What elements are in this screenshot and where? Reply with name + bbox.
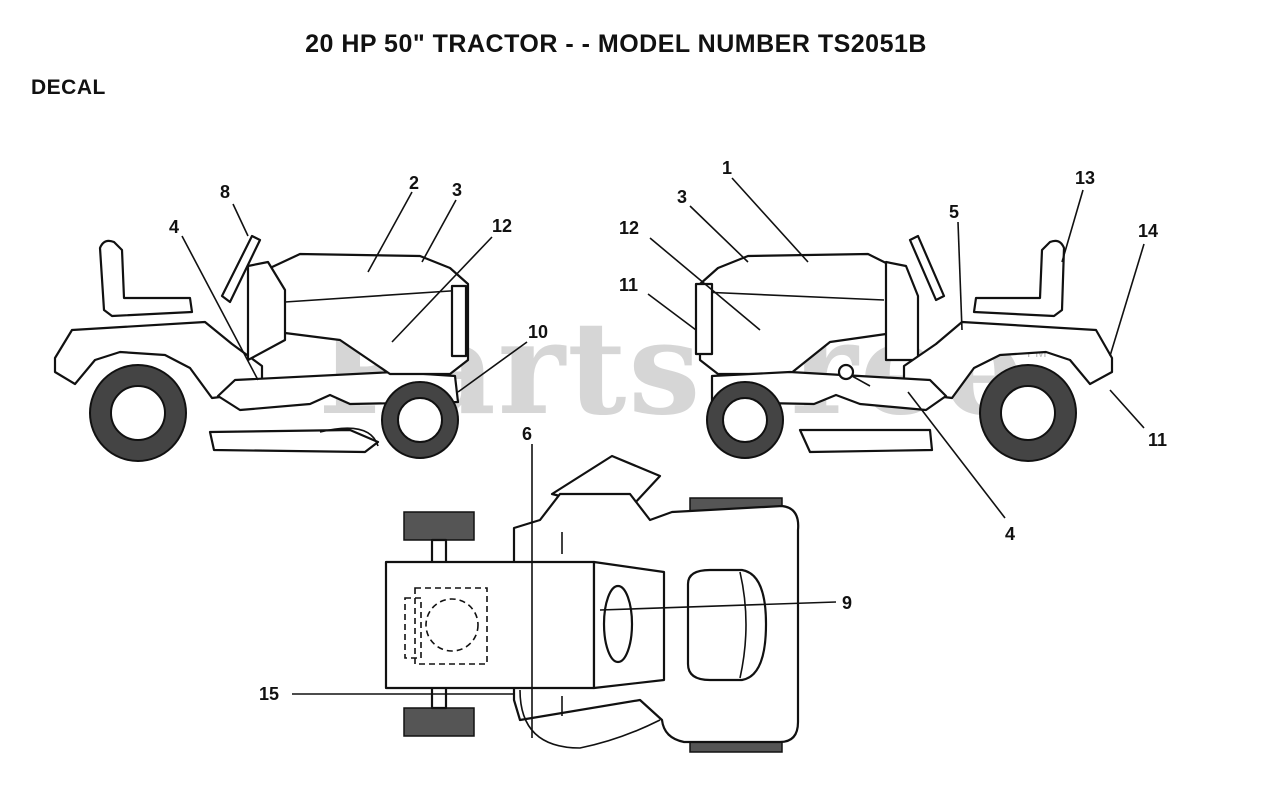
callout-3: 3: [452, 180, 462, 200]
mower-deck: [798, 428, 934, 454]
top-callouts: 6 9 15: [259, 424, 852, 704]
section-label: DECAL: [31, 76, 106, 99]
callout-5: 5: [949, 202, 959, 222]
mower-deck: [208, 428, 380, 454]
callout-1: 1: [722, 158, 732, 178]
callout-2: 2: [409, 173, 419, 193]
rear-hub: [1000, 385, 1056, 441]
rear-right-tire: [403, 707, 475, 737]
callout-11-lower: 11: [1148, 430, 1167, 450]
hood: [698, 252, 898, 376]
left-callouts: 8 2 3 12 4 10: [169, 173, 548, 342]
deck-outline: [519, 689, 661, 749]
callout-12: 12: [619, 218, 639, 238]
callout-6: 6: [522, 424, 532, 444]
steering-wheel: [908, 234, 946, 302]
front-hub: [722, 397, 768, 443]
callout-15: 15: [259, 684, 279, 704]
tractor-top-view: [384, 454, 800, 753]
seat: [972, 239, 1066, 318]
rear-platform: [384, 560, 596, 690]
front-hub: [397, 397, 443, 443]
right-leader-lines: [647, 177, 1145, 519]
callout-4: 4: [1005, 524, 1015, 544]
callout-11-upper: 11: [619, 275, 638, 295]
left-leader-lines: [181, 191, 528, 393]
steering-wheel: [220, 234, 262, 304]
callout-3: 3: [677, 187, 687, 207]
callout-13: 13: [1075, 168, 1095, 188]
callout-14: 14: [1138, 221, 1158, 241]
seat: [98, 239, 194, 318]
grille: [694, 282, 714, 356]
brake-pedal: [837, 363, 855, 381]
right-callouts: 1 3 12 11 13 5 14 11 4: [619, 158, 1167, 544]
callout-10: 10: [528, 322, 548, 342]
rear-axle-upper: [430, 538, 448, 566]
seat-cushion-outline: [425, 598, 479, 652]
callout-9: 9: [842, 593, 852, 613]
grille: [450, 284, 468, 358]
callout-8: 8: [220, 182, 230, 202]
rear-left-tire: [403, 511, 475, 541]
callout-4: 4: [169, 217, 179, 237]
seat-outline: [414, 587, 488, 665]
rear-axle-lower: [430, 684, 448, 710]
top-leader-lines: [292, 444, 837, 738]
hood-vent: [602, 584, 634, 664]
hood: [268, 252, 470, 376]
tractor-left-side-view: [53, 234, 470, 462]
callout-12: 12: [492, 216, 512, 236]
tractor-right-side-view: [694, 234, 1114, 462]
steering-console: [884, 260, 920, 362]
page-title: 20 HP 50" TRACTOR - - MODEL NUMBER TS205…: [305, 30, 927, 58]
engine-cover: [686, 568, 768, 682]
seat-back-outline: [404, 597, 422, 659]
steering-console: [246, 260, 287, 362]
rear-hub: [110, 385, 166, 441]
